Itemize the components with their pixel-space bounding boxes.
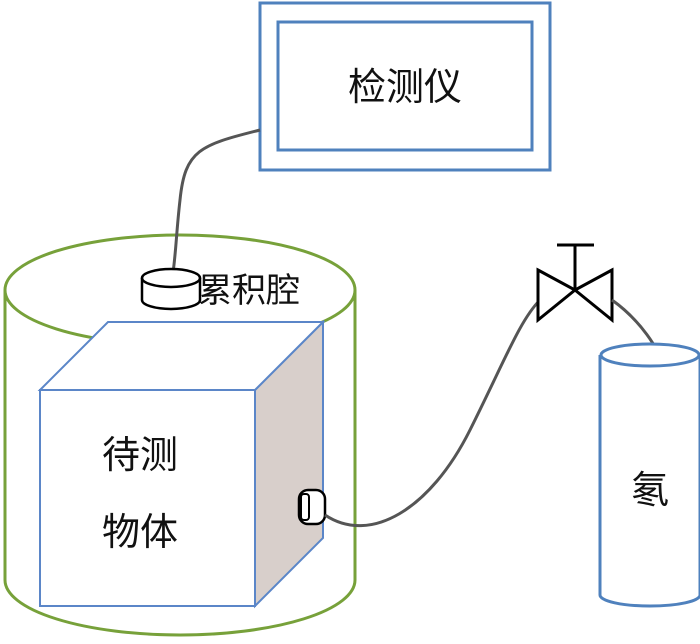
cylinder-label: 氡 bbox=[631, 468, 669, 512]
test-object-cube: 待测 物体 bbox=[37, 319, 326, 609]
cylinder-body bbox=[598, 355, 700, 608]
object-label-line1: 待测 bbox=[102, 433, 178, 477]
cylinder-top bbox=[599, 342, 700, 368]
detector-box: 检测仪 bbox=[258, 1, 552, 172]
detector-tube bbox=[170, 128, 261, 281]
valve-icon bbox=[536, 243, 614, 324]
chamber-sensor-icon bbox=[140, 267, 202, 311]
gas-inlet-tube bbox=[324, 298, 542, 528]
detector-label: 检测仪 bbox=[348, 65, 462, 109]
chamber-label: 累积腔 bbox=[198, 271, 300, 311]
detector-inner-frame bbox=[276, 20, 534, 152]
cube-front-face bbox=[39, 389, 256, 607]
radon-cylinder: 氡 bbox=[598, 342, 700, 608]
object-label-line2: 物体 bbox=[102, 510, 178, 554]
side-port-icon bbox=[297, 488, 327, 526]
